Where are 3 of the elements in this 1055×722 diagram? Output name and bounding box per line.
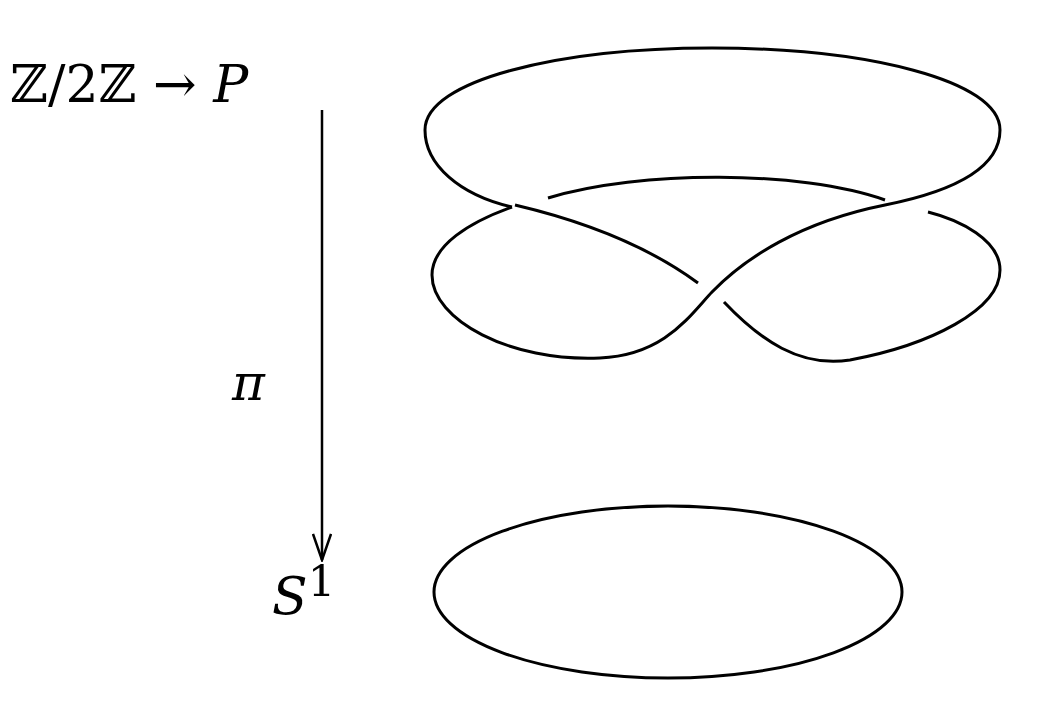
math-label: ℤ/2ℤ → P <box>10 58 249 110</box>
math-label: S$^{1}$ <box>272 560 336 623</box>
arrow <box>311 110 333 562</box>
